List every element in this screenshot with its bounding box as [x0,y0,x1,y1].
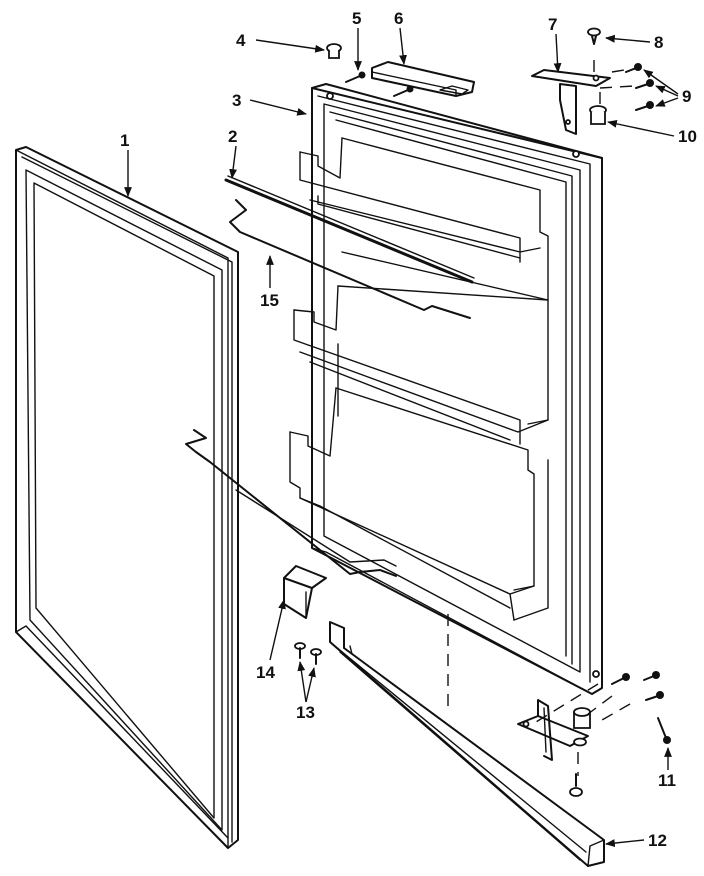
callout-13: 13 [296,703,315,722]
bushing-10 [589,105,607,125]
lower-hinge-screws [569,671,664,797]
alignment-lines [447,60,635,776]
callout-15: 15 [260,291,279,310]
callout-3: 3 [232,91,241,110]
screw-11 [657,717,671,744]
plug-cap [326,43,342,59]
screws-9 [625,63,654,111]
door-panel [289,83,603,695]
callout-10: 10 [678,127,697,146]
callout-12: 12 [648,831,667,850]
callout-6: 6 [394,9,403,28]
screws-13 [294,642,322,665]
leader-lines [124,27,679,847]
shelf-bar [224,175,475,284]
top-hinge-bracket [371,61,475,97]
door-gasket [15,146,239,849]
bottom-trim [329,621,605,867]
upper-hinge-bracket [531,69,611,135]
callout-8: 8 [654,33,663,52]
lower-wire-rod [185,429,397,577]
callout-9: 9 [682,87,691,106]
callout-5: 5 [352,9,361,28]
lower-hinge-bracket [517,699,591,761]
callout-1: 1 [120,131,129,150]
small-bracket [283,565,327,619]
top-hinge-screws [345,71,414,97]
callout-labels: 1 2 3 4 5 6 7 8 9 10 11 12 13 14 15 [120,9,697,850]
wire-rod [229,199,471,319]
callout-14: 14 [256,663,275,682]
callout-2: 2 [228,127,237,146]
callout-11: 11 [658,771,676,790]
screw-8 [587,27,601,45]
callout-7: 7 [548,15,557,34]
callout-4: 4 [236,31,246,50]
